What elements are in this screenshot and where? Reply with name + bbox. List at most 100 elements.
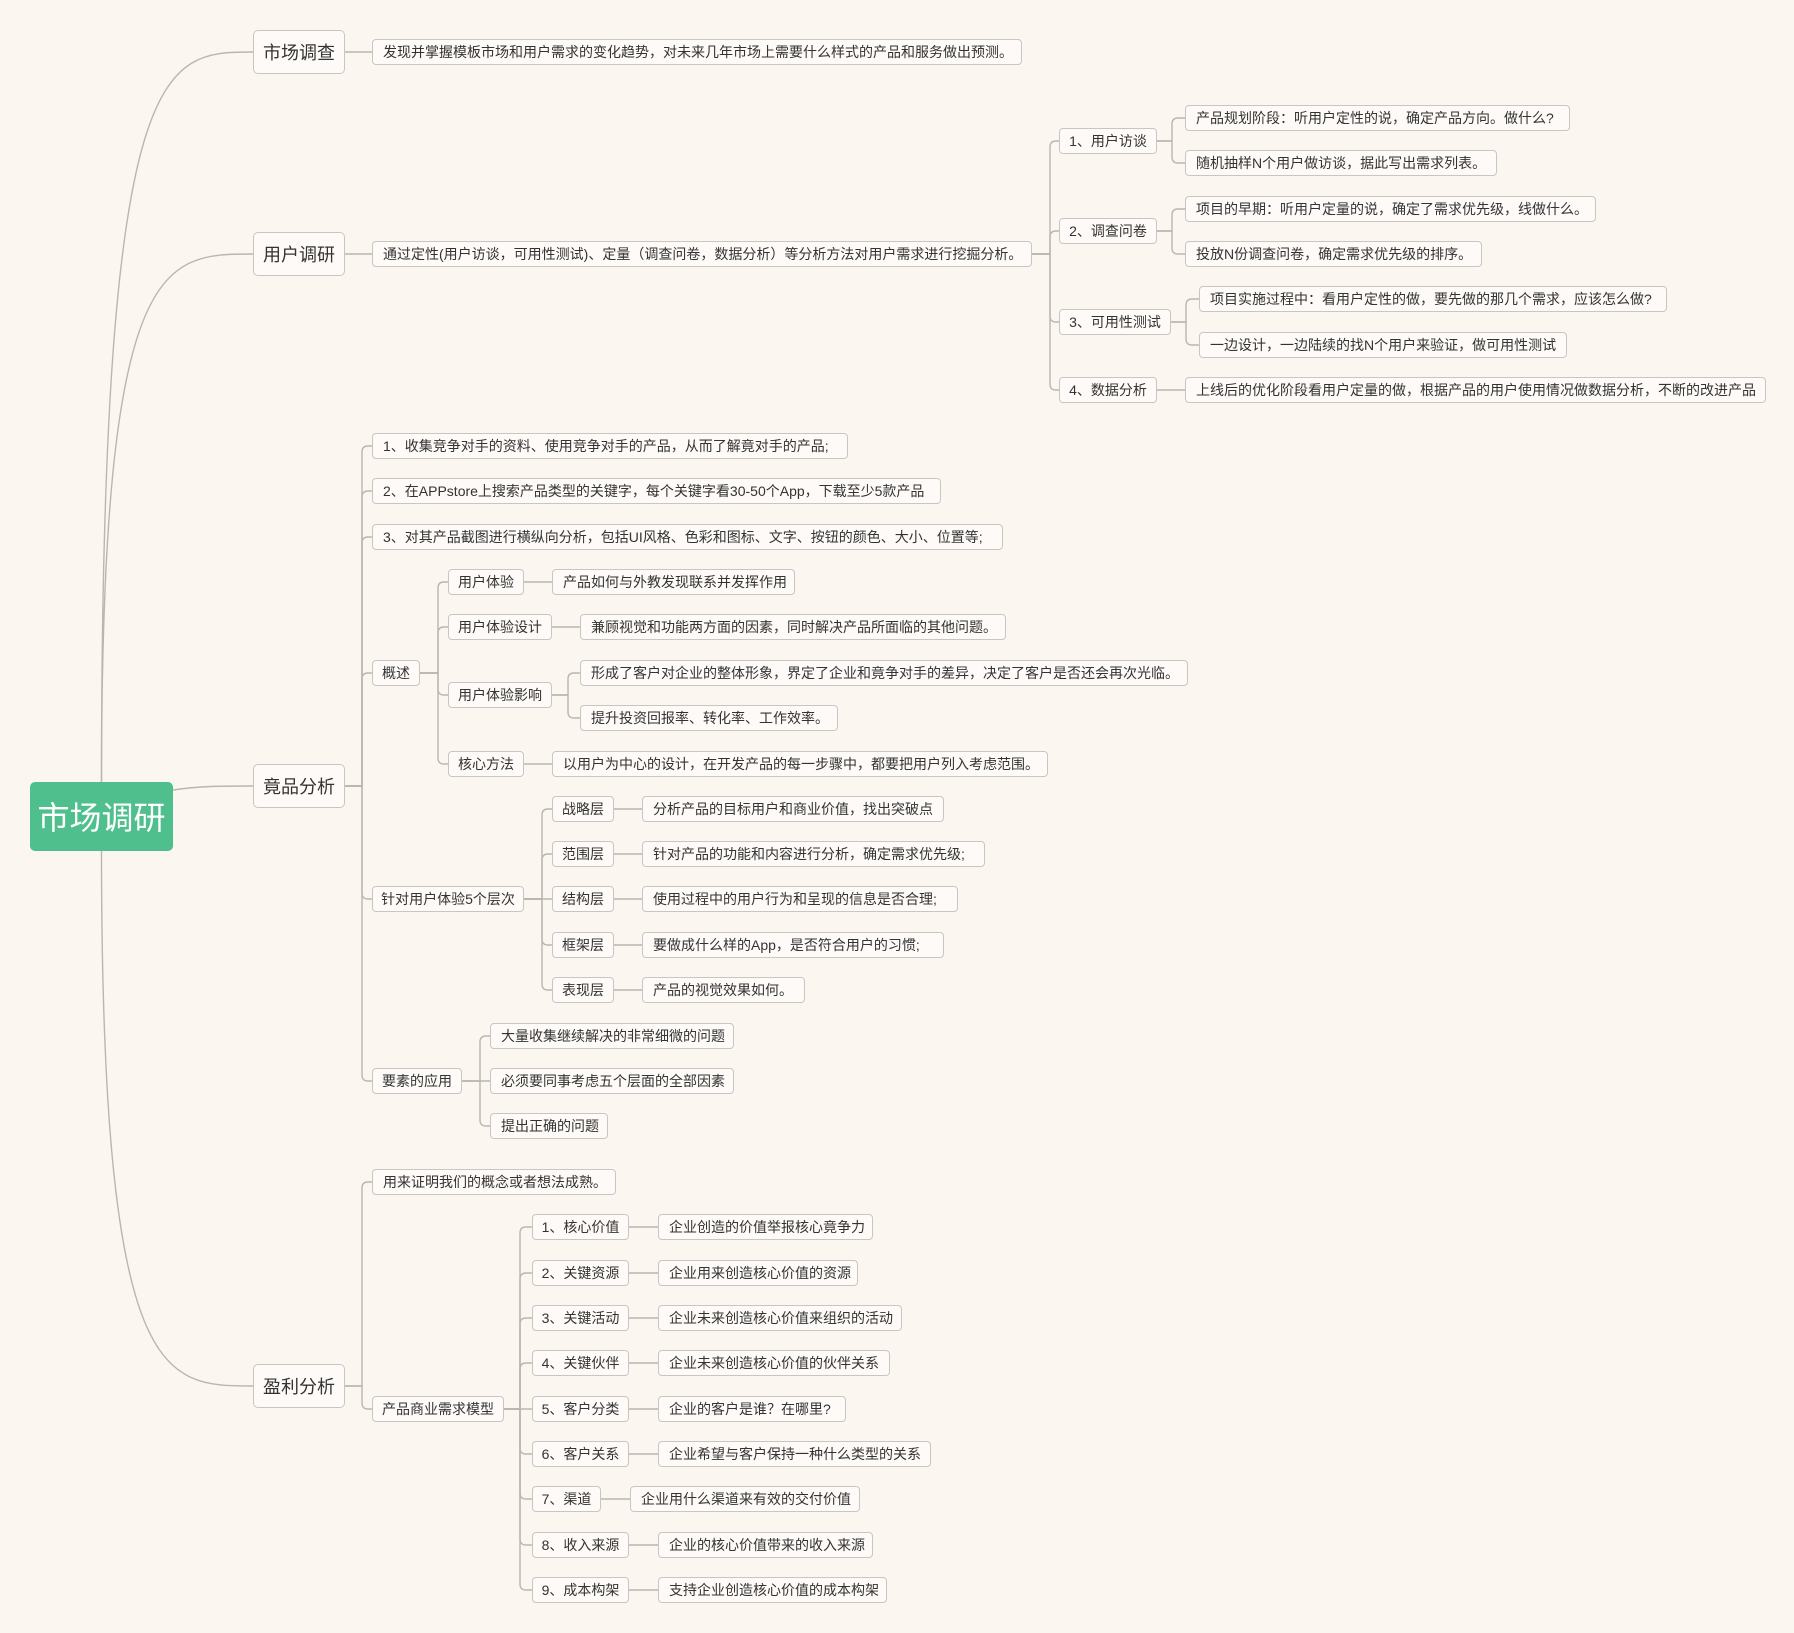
branch-connector <box>1032 253 1059 391</box>
elements-item[interactable]: 提出正确的问题 <box>490 1113 608 1139</box>
branch-connector <box>1157 230 1185 255</box>
branch-connector <box>462 1035 490 1082</box>
branch-connector <box>504 1408 532 1455</box>
branch-connector <box>345 785 372 900</box>
method-detail[interactable]: 一边设计，一边陆续的找N个用户来验证，做可用性测试 <box>1199 332 1567 358</box>
business-model-detail[interactable]: 企业的客户是谁？在哪里? <box>658 1396 846 1422</box>
method-detail[interactable]: 上线后的优化阶段看用户定量的做，根据产品的用户使用情况做数据分析，不断的改进产品 <box>1185 377 1766 403</box>
method-detail[interactable]: 产品规划阶段：听用户定性的说，确定产品方向。做什么? <box>1185 105 1570 131</box>
business-model-detail[interactable]: 企业希望与客户保持一种什么类型的关系 <box>658 1441 931 1467</box>
business-model-detail[interactable]: 企业未来创造核心价值来组织的活动 <box>658 1305 902 1331</box>
ux-layer-item[interactable]: 结构层 <box>552 886 614 912</box>
branch-connector <box>345 672 372 787</box>
branch-connector <box>524 808 552 900</box>
business-model-item[interactable]: 5、客户分类 <box>532 1396 629 1422</box>
competitor-step[interactable]: 1、收集竞争对手的资料、使用竞争对手的产品，从而了解竟对手的产品; <box>372 433 848 459</box>
ux-layer-item[interactable]: 表现层 <box>552 977 614 1003</box>
business-model-item[interactable]: 2、关键资源 <box>532 1260 629 1286</box>
profit-description[interactable]: 用来证明我们的概念或者想法成熟。 <box>372 1169 616 1195</box>
ux-layers-node[interactable]: 针对用户体验5个层次 <box>372 886 524 912</box>
branch-connector <box>1157 140 1185 164</box>
overview-detail[interactable]: 以用户为中心的设计，在开发产品的每一步骤中，都要把用户列入考虑范围。 <box>552 751 1048 777</box>
business-model-item[interactable]: 6、客户关系 <box>532 1441 629 1467</box>
elements-item[interactable]: 必须要同事考虑五个层面的全部因素 <box>490 1068 734 1094</box>
ux-layer-detail[interactable]: 分析产品的目标用户和商业价值，找出突破点 <box>642 796 944 822</box>
branch-connector <box>504 1408 532 1546</box>
overview-item[interactable]: 用户体验设计 <box>448 614 552 640</box>
business-model-item[interactable]: 1、核心价值 <box>532 1214 629 1240</box>
method-user-interview[interactable]: 1、用户访谈 <box>1059 128 1157 154</box>
root-branch-connector <box>100 51 254 783</box>
user-research-description[interactable]: 通过定性(用户访谈，可用性测试)、定量（调查问卷，数据分析）等分析方法对用户需求… <box>372 241 1032 267</box>
business-model-detail[interactable]: 支持企业创造核心价值的成本构架 <box>658 1577 887 1603</box>
competitor-step[interactable]: 3、对其产品截图进行横纵向分析，包括UI风格、色彩和图标、文字、按钮的颜色、大小… <box>372 524 1003 550</box>
root-node[interactable]: 市场调研 <box>30 781 173 851</box>
branch-connector <box>420 672 448 765</box>
business-model-item[interactable]: 8、收入来源 <box>532 1532 629 1558</box>
ux-layer-item[interactable]: 战略层 <box>552 796 614 822</box>
business-model-detail[interactable]: 企业的核心价值带来的收入来源 <box>658 1532 873 1558</box>
branch-connector <box>1157 208 1185 232</box>
overview-detail[interactable]: 兼顾视觉和功能两方面的因素，同时解决产品所面临的其他问题。 <box>580 614 1006 640</box>
method-detail[interactable]: 随机抽样N个用户做访谈，据此写出需求列表。 <box>1185 150 1497 176</box>
business-model-item[interactable]: 4、关键伙伴 <box>532 1350 629 1376</box>
root-branch-connector <box>100 849 254 1387</box>
business-model-detail[interactable]: 企业用来创造核心价值的资源 <box>658 1260 858 1286</box>
business-model-item[interactable]: 7、渠道 <box>532 1486 601 1512</box>
branch-connector <box>1171 298 1199 323</box>
elements-item[interactable]: 大量收集继续解决的非常细微的问题 <box>490 1023 734 1049</box>
root-branch-connector <box>100 253 254 783</box>
business-model-detail[interactable]: 企业创造的价值举报核心竟争力 <box>658 1214 873 1240</box>
branch-connector <box>552 672 580 696</box>
method-detail[interactable]: 项目实施过程中：看用户定性的做，要先做的那几个需求，应该怎么做? <box>1199 286 1667 312</box>
ux-layer-detail[interactable]: 产品的视觉效果如何。 <box>642 977 805 1003</box>
branch-connector <box>504 1408 532 1591</box>
overview-item[interactable]: 核心方法 <box>448 751 524 777</box>
overview-detail[interactable]: 提升投资回报率、转化率、工作效率。 <box>580 705 838 731</box>
business-model-item[interactable]: 9、成本构架 <box>532 1577 629 1603</box>
branch-connector <box>1157 117 1185 142</box>
root-branch-connector <box>172 785 254 791</box>
business-model-detail[interactable]: 企业未来创造核心价值的伙伴关系 <box>658 1350 890 1376</box>
market-survey-description[interactable]: 发现并掌握模板市场和用户需求的变化趋势，对未来几年市场上需要什么样式的产品和服务… <box>372 39 1022 65</box>
overview-detail[interactable]: 形成了客户对企业的整体形象，界定了企业和竟争对手的差异，决定了客户是否还会再次光… <box>580 660 1188 686</box>
branch-connector <box>1032 230 1059 255</box>
overview-item[interactable]: 用户体验影响 <box>448 682 552 708</box>
ux-layer-item[interactable]: 框架层 <box>552 932 614 958</box>
branch-connector <box>345 1385 372 1410</box>
branch-connector <box>1171 321 1199 346</box>
competitor-step[interactable]: 2、在APPstore上搜索产品类型的关键字，每个关键字看30-50个App，下… <box>372 478 941 504</box>
elements-application-node[interactable]: 要素的应用 <box>372 1068 462 1094</box>
method-detail[interactable]: 投放N份调查问卷，确定需求优先级的排序。 <box>1185 241 1482 267</box>
branch-connector <box>420 672 448 696</box>
branch-connector <box>1032 140 1059 255</box>
branch-profit-analysis[interactable]: 盈利分析 <box>253 1364 345 1408</box>
branch-connector <box>504 1362 532 1410</box>
ux-layer-item[interactable]: 范围层 <box>552 841 614 867</box>
branch-connector <box>462 1080 490 1127</box>
branch-connector <box>420 581 448 674</box>
business-model-item[interactable]: 3、关键活动 <box>532 1305 629 1331</box>
method-data-analysis[interactable]: 4、数据分析 <box>1059 377 1157 403</box>
overview-item[interactable]: 用户体验 <box>448 569 524 595</box>
branch-user-research[interactable]: 用户调研 <box>253 232 345 276</box>
branch-connector <box>504 1226 532 1410</box>
method-usability-test[interactable]: 3、可用性测试 <box>1059 309 1171 335</box>
ux-layer-detail[interactable]: 使用过程中的用户行为和呈现的信息是否合理; <box>642 886 958 912</box>
business-model-node[interactable]: 产品商业需求模型 <box>372 1396 504 1422</box>
branch-connector <box>345 785 372 1082</box>
method-questionnaire[interactable]: 2、调查问卷 <box>1059 218 1157 244</box>
overview-detail[interactable]: 产品如何与外教发现联系并发挥作用 <box>552 569 795 595</box>
branch-competitor-analysis[interactable]: 竟品分析 <box>253 764 345 808</box>
overview-node[interactable]: 概述 <box>372 660 420 686</box>
branch-connector <box>420 626 448 674</box>
branch-connector <box>1032 253 1059 323</box>
ux-layer-detail[interactable]: 针对产品的功能和内容进行分析，确定需求优先级; <box>642 841 985 867</box>
business-model-detail[interactable]: 企业用什么渠道来有效的交付价值 <box>630 1486 860 1512</box>
ux-layer-detail[interactable]: 要做成什么样的App，是否符合用户的习惯; <box>642 932 944 958</box>
branch-market-survey[interactable]: 市场调查 <box>253 30 345 74</box>
branch-connector <box>504 1272 532 1410</box>
method-detail[interactable]: 项目的早期：听用户定量的说，确定了需求优先级，线做什么。 <box>1185 196 1596 222</box>
branch-connector <box>345 536 372 787</box>
